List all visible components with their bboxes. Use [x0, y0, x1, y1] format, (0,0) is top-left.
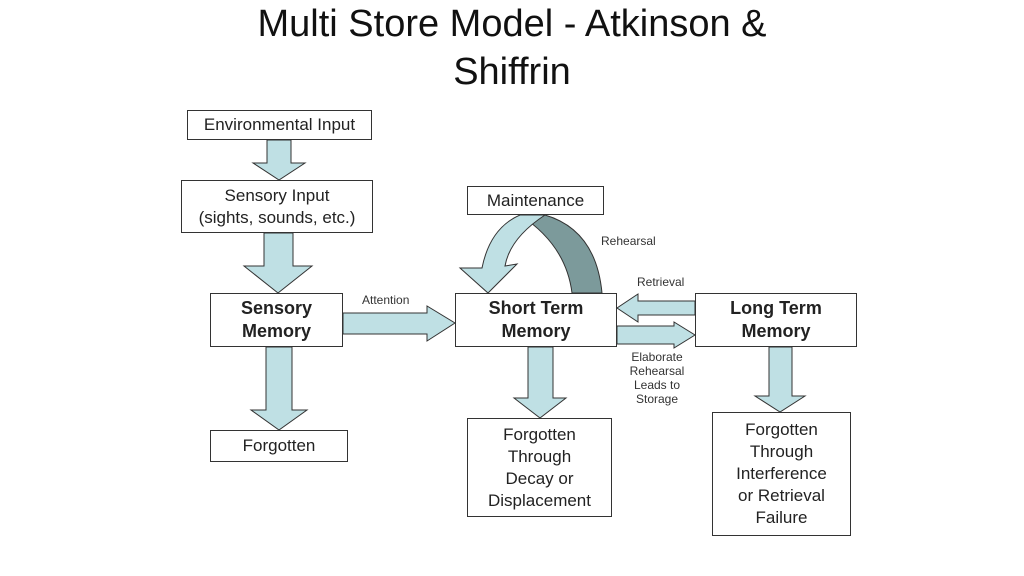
forgotten-interference-box: Forgotten Through Interference or Retrie… [712, 412, 851, 536]
sensory-memory-text-1: Sensory [240, 298, 313, 318]
sensory-input-box: Sensory Input (sights, sounds, etc.) [181, 180, 373, 233]
forgotten-decay-text-2: Through [507, 446, 572, 466]
stm-text-2: Memory [501, 321, 571, 341]
arrow-stm-to-forgotten-decay [512, 346, 568, 419]
loop-rehearsal-dark [518, 214, 603, 294]
retrieval-label: Retrieval [637, 275, 685, 289]
ltm-text-2: Memory [741, 321, 811, 341]
stm-text-1: Short Term [488, 298, 584, 318]
arrow-sensory-input-to-sensory-memory [242, 232, 314, 294]
ltm-text-1: Long Term [730, 298, 822, 318]
forgotten-interference-text-5: Failure [755, 508, 808, 527]
maintenance-text: Maintenance [486, 190, 585, 210]
environmental-input-text: Environmental Input [203, 115, 356, 134]
forgotten-decay-box: Forgotten Through Decay or Displacement [467, 418, 612, 517]
elaborate-rehearsal-label: Elaborate Rehearsal Leads to Storage [622, 350, 692, 406]
forgotten-box: Forgotten [210, 430, 348, 462]
attention-label: Attention [362, 293, 410, 307]
forgotten-decay-text-4: Displacement [488, 490, 591, 510]
environmental-input-box: Environmental Input [187, 110, 372, 140]
elaborate-line-3: Leads to [633, 378, 681, 392]
forgotten-text: Forgotten [242, 436, 316, 455]
loop-rehearsal-light [458, 214, 547, 294]
forgotten-interference-text-2: Through [749, 442, 814, 461]
page-title-line-2: Shiffrin [453, 51, 571, 93]
elaborate-line-1: Elaborate [631, 350, 683, 364]
arrow-sensory-memory-to-forgotten [249, 346, 309, 431]
arrow-attention [342, 305, 456, 342]
short-term-memory-box: Short Term Memory [455, 293, 617, 347]
elaborate-line-2: Rehearsal [629, 364, 685, 378]
arrow-ltm-to-forgotten-interference [753, 346, 807, 413]
rehearsal-label: Rehearsal [601, 234, 656, 248]
page-title-line-1: Multi Store Model - Atkinson & [257, 3, 767, 45]
forgotten-decay-text-3: Decay or [505, 468, 574, 488]
maintenance-box: Maintenance [467, 186, 604, 215]
sensory-input-text-2: (sights, sounds, etc.) [198, 207, 356, 227]
elaborate-line-4: Storage [635, 392, 679, 406]
sensory-memory-text-2: Memory [241, 321, 312, 341]
arrow-env-to-sensory-input [251, 139, 307, 181]
arrow-elaborate-rehearsal [616, 321, 696, 349]
long-term-memory-box: Long Term Memory [695, 293, 857, 347]
forgotten-decay-text-1: Forgotten [503, 424, 576, 444]
forgotten-interference-text-1: Forgotten [745, 420, 818, 439]
forgotten-interference-text-3: Interference [736, 464, 827, 483]
sensory-input-text-1: Sensory Input [224, 185, 330, 205]
sensory-memory-box: Sensory Memory [210, 293, 343, 347]
forgotten-interference-text-4: or Retrieval [738, 486, 825, 505]
arrow-retrieval [616, 293, 696, 323]
